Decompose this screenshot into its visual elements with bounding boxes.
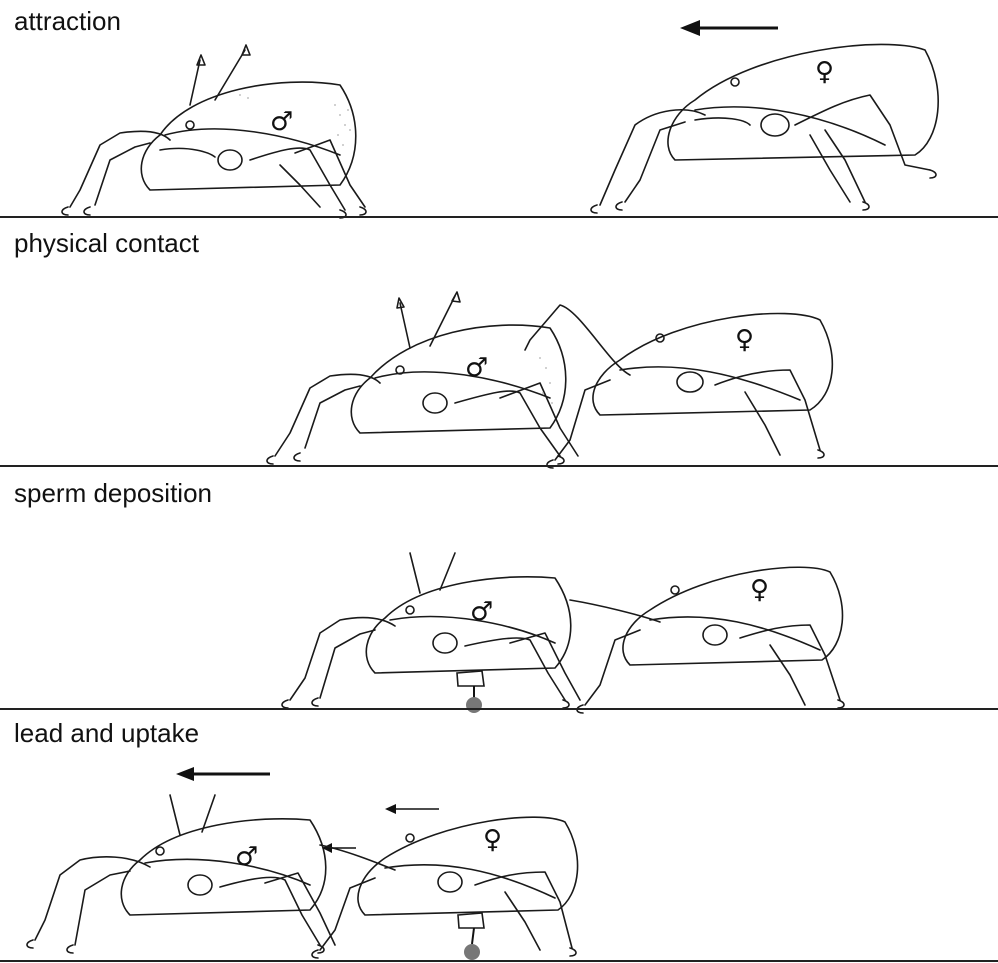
panel-title: attraction [14, 8, 121, 34]
female-symbol-icon: ♀ [815, 57, 834, 87]
arrow-left-icon [680, 18, 780, 38]
female-mite-illustration: ♀ [520, 300, 840, 470]
arrow-left-icon [176, 765, 271, 783]
female-mite-illustration: ♀ [585, 30, 955, 215]
female-symbol-icon: ♀ [483, 825, 502, 855]
male-symbol-icon: ♂ [270, 107, 293, 137]
male-mite-illustration: ♂ [280, 548, 600, 713]
male-symbol-icon: ♂ [470, 597, 493, 627]
ground-line [0, 465, 998, 467]
spermatophore-icon [452, 910, 502, 962]
spermatophore-icon [452, 668, 502, 713]
panel-physical-contact: physical contact ♂ [0, 218, 998, 468]
male-symbol-icon: ♂ [235, 842, 258, 872]
panel-title: lead and uptake [14, 720, 199, 746]
male-symbol-icon: ♂ [465, 353, 488, 383]
panel-lead-and-uptake: lead and uptake ♂ [0, 710, 998, 963]
panel-sperm-deposition: sperm deposition ♂ [0, 468, 998, 710]
panel-title: sperm deposition [14, 480, 212, 506]
female-symbol-icon: ♀ [735, 325, 754, 355]
male-mite-illustration: ♂ [40, 35, 400, 215]
female-symbol-icon: ♀ [750, 575, 769, 605]
female-mite-illustration: ♀ [300, 810, 590, 960]
ground-line [0, 960, 998, 962]
female-mite-illustration: ♀ [560, 560, 860, 715]
panel-title: physical contact [14, 230, 199, 256]
panel-attraction: attraction ♂ [0, 0, 998, 218]
